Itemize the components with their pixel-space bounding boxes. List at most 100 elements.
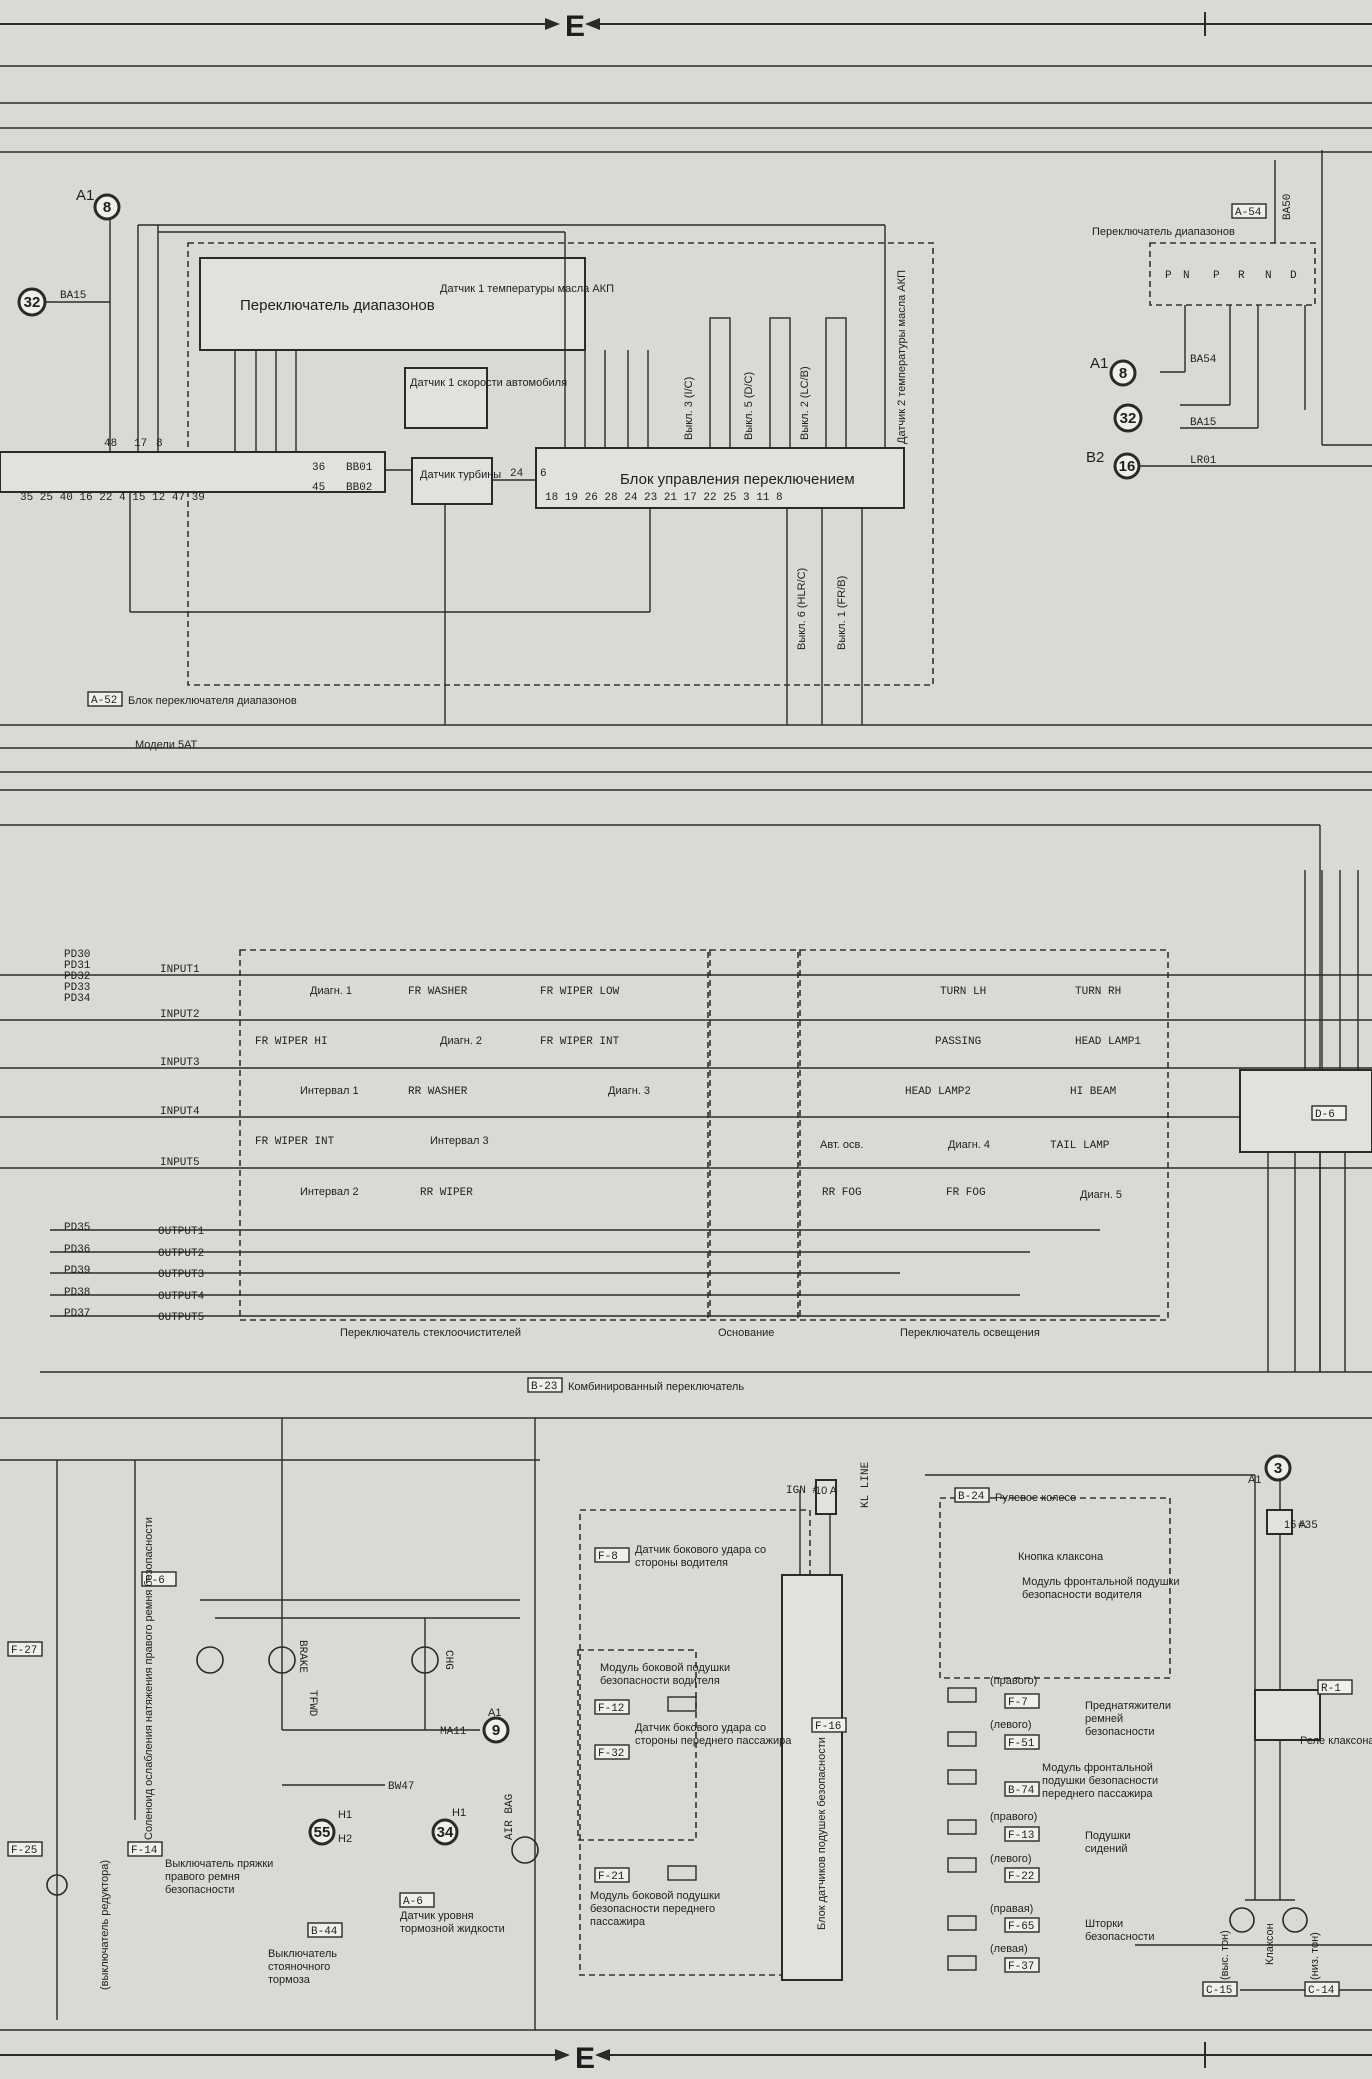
light-passing: PASSING — [935, 1036, 981, 1048]
speed-sensor-1-label: Датчик 1 скорости автомобиля — [410, 377, 567, 389]
wire-ba15-right: BA15 — [1190, 417, 1216, 429]
ref-c14: C-14 — [1308, 1985, 1335, 1997]
node-h1-55-number: 55 — [314, 1824, 331, 1841]
wiper-fr-int2: FR WIPER INT — [255, 1136, 335, 1148]
temp-sensor-1-label: Датчик 1 температуры масла АКП — [440, 283, 614, 295]
node-a1-8-right: 8 A1 — [1090, 355, 1137, 387]
ref-f13: F-13 — [1008, 1830, 1034, 1842]
ref-f25: F-25 — [11, 1845, 37, 1857]
side-airbag-driver-label: Модуль боковой подушки безопасности води… — [600, 1662, 731, 1687]
ref-c15: C-15 — [1206, 1985, 1232, 1997]
node-a1-8r-number: 8 — [1119, 365, 1127, 382]
pos-p2: P — [1213, 270, 1220, 282]
wire-bb02: BB02 — [346, 482, 372, 494]
driver-airbag-label: Модуль фронтальной подушки безопасности … — [1022, 1576, 1180, 1601]
seat-airbags-label: Подушки сидений — [1085, 1830, 1131, 1855]
lamp-chg: CHG — [442, 1650, 454, 1670]
wire-bb01: BB01 — [346, 462, 373, 474]
ref-f37: F-37 — [1008, 1961, 1034, 1973]
airbag-block — [0, 1417, 1372, 2068]
combination-switch — [0, 824, 1372, 1373]
sensor-unit-label: Блок датчиков подушек безопасности — [816, 1737, 828, 1930]
input5-label: INPUT5 — [160, 1157, 200, 1169]
pin-36: 36 — [312, 462, 325, 474]
wire-ba50: BA50 — [1282, 194, 1294, 220]
lamp-tfwd: TFWD — [306, 1690, 318, 1717]
ref-f27: F-27 — [11, 1645, 37, 1657]
brake-fluid-label: Датчик уровня тормозной жидкости — [400, 1910, 505, 1935]
ref-a6: A-6 — [403, 1896, 423, 1908]
output2-label: OUTPUT2 — [158, 1248, 204, 1260]
node-h1-34-ref: H1 — [452, 1807, 466, 1819]
side-impact-driver-label: Датчик бокового удара со стороны водител… — [635, 1544, 767, 1569]
ref-a52: A-52 — [91, 695, 117, 707]
ref-f21: F-21 — [598, 1871, 625, 1883]
wiper-fr-hi: FR WIPER HI — [255, 1036, 328, 1048]
ref-f32: F-32 — [598, 1748, 624, 1760]
output1-label: OUTPUT1 — [158, 1226, 205, 1238]
wire-ba15-left: BA15 — [60, 290, 86, 302]
node-h1-34: 34 H1 — [431, 1807, 466, 1846]
pin-24: 24 — [510, 468, 524, 480]
horn-label: Клаксон — [1264, 1923, 1276, 1965]
input1-label: INPUT1 — [160, 964, 200, 976]
pd31: PD31 — [64, 960, 91, 972]
block-caption: Блок переключателя диапазонов — [128, 695, 297, 707]
sw5-label: Выкл. 5 (D/C) — [743, 372, 755, 440]
ref-f8: F-8 — [598, 1551, 618, 1563]
node-h1-55: 55 H1 H2 — [308, 1809, 352, 1846]
wiper-diag2: Диагн. 2 — [440, 1035, 482, 1047]
light-rr-fog: RR FOG — [822, 1187, 862, 1199]
pd36: PD36 — [64, 1244, 90, 1256]
parking-switch-label: Выключатель стояночного тормоза — [268, 1948, 338, 1986]
range-switch-label: Переключатель диапазонов — [240, 297, 435, 314]
range-switch-unit — [0, 205, 1372, 791]
temp-sensor-2-label: Датчик 2 температуры масла АКП — [896, 270, 908, 444]
range-switch-right — [1135, 150, 1372, 467]
node-32-number: 32 — [24, 294, 41, 311]
node-b2-16: 16 B2 — [1086, 449, 1141, 480]
light-diag4: Диагн. 4 — [948, 1139, 990, 1151]
wiper-rr-washer: RR WASHER — [408, 1086, 468, 1098]
output4-label: OUTPUT4 — [158, 1291, 205, 1303]
pd32: PD32 — [64, 971, 90, 983]
side-impact-pass-label: Датчик бокового удара со стороны передне… — [635, 1722, 792, 1747]
node-32-right: 32 — [1113, 403, 1143, 433]
pd37: PD37 — [64, 1308, 90, 1320]
steering-label: Рулевое колесо — [995, 1492, 1076, 1504]
pins-left: 48 — [104, 438, 117, 450]
wiper-fr-washer: FR WASHER — [408, 986, 468, 998]
combo-caption: Комбинированный переключатель — [568, 1381, 744, 1393]
ref-f14: F-14 — [131, 1845, 158, 1857]
light-fr-fog: FR FOG — [946, 1187, 986, 1199]
ref-f22: F-22 — [1008, 1871, 1034, 1883]
ref-d6: D-6 — [1315, 1109, 1335, 1121]
section-marker-top: E — [565, 10, 585, 43]
node-b2-16-ref: B2 — [1086, 449, 1104, 466]
wire-lr01: LR01 — [1190, 455, 1217, 467]
pretensioners-label: Преднатяжители ремней безопасности — [1085, 1700, 1171, 1738]
input4-label: INPUT4 — [160, 1106, 200, 1118]
light-head-lamp1: HEAD LAMP1 — [1075, 1036, 1141, 1048]
fuse-35-label: #35 — [1298, 1520, 1318, 1532]
light-tail-lamp: TAIL LAMP — [1050, 1140, 1110, 1152]
node-h1-55-sub: H2 — [338, 1833, 352, 1845]
ref-b74: B-74 — [1008, 1785, 1035, 1797]
horn-low-tone: (низ. тон) — [1309, 1932, 1321, 1980]
pass-airbag-label: Модуль фронтальной подушки безопасности … — [1042, 1762, 1159, 1800]
ref-b44: B-44 — [311, 1926, 338, 1938]
solenoid-label: Соленоид ослабления натяжения правого ре… — [143, 1517, 155, 1840]
pd34: PD34 — [64, 993, 91, 1005]
ref-f7: F-7 — [1008, 1697, 1028, 1709]
ref-f65: F-65 — [1008, 1921, 1034, 1933]
pin-6: 6 — [540, 468, 547, 480]
node-a1-3-number: 3 — [1274, 1460, 1282, 1477]
wiper-fr-int: FR WIPER INT — [540, 1036, 620, 1048]
light-diag5: Диагн. 5 — [1080, 1189, 1122, 1201]
output3-label: OUTPUT3 — [158, 1269, 204, 1281]
light-auto: Авт. осв. — [820, 1139, 863, 1151]
ref-f6: F-6 — [145, 1575, 165, 1587]
wire-ba54-right: BA54 — [1190, 354, 1217, 366]
light-hi-beam: HI BEAM — [1070, 1086, 1116, 1098]
